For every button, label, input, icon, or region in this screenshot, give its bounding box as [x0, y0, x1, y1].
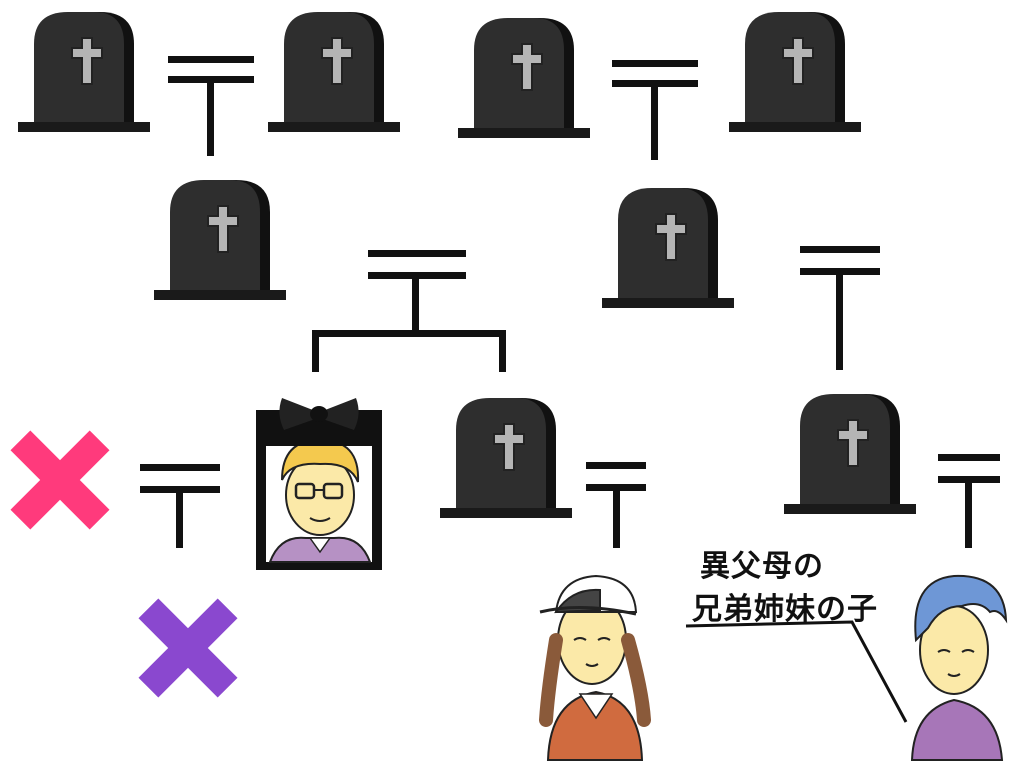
tombstone-icon — [783, 393, 917, 515]
annotation-line-1: 異父母の — [700, 549, 824, 584]
x-mark-icon — [138, 598, 238, 698]
double-line-icon — [168, 56, 254, 156]
tombstone-icon — [267, 11, 401, 133]
double-line-icon — [140, 464, 220, 548]
tombstone-icon — [601, 187, 735, 309]
ribbon-icon — [279, 398, 359, 430]
double-line-icon — [312, 250, 506, 372]
tombstone-icon — [457, 17, 591, 139]
double-line-icon — [938, 454, 1000, 548]
tombstone-icon — [728, 11, 862, 133]
blue-hair-person-icon — [910, 574, 1008, 761]
tombstone-icon — [153, 179, 287, 301]
double-line-icon — [800, 246, 880, 370]
tombstone-icon — [439, 397, 573, 519]
annotation-line-2: 兄弟姉妹の子 — [692, 592, 878, 627]
double-line-icon — [612, 60, 698, 160]
double-line-icon — [586, 462, 646, 548]
girl-cap-icon — [539, 574, 651, 761]
x-mark-icon — [10, 430, 110, 530]
pointer-line — [685, 620, 908, 723]
memorial-portrait-icon — [256, 410, 382, 570]
tombstone-icon — [17, 11, 151, 133]
